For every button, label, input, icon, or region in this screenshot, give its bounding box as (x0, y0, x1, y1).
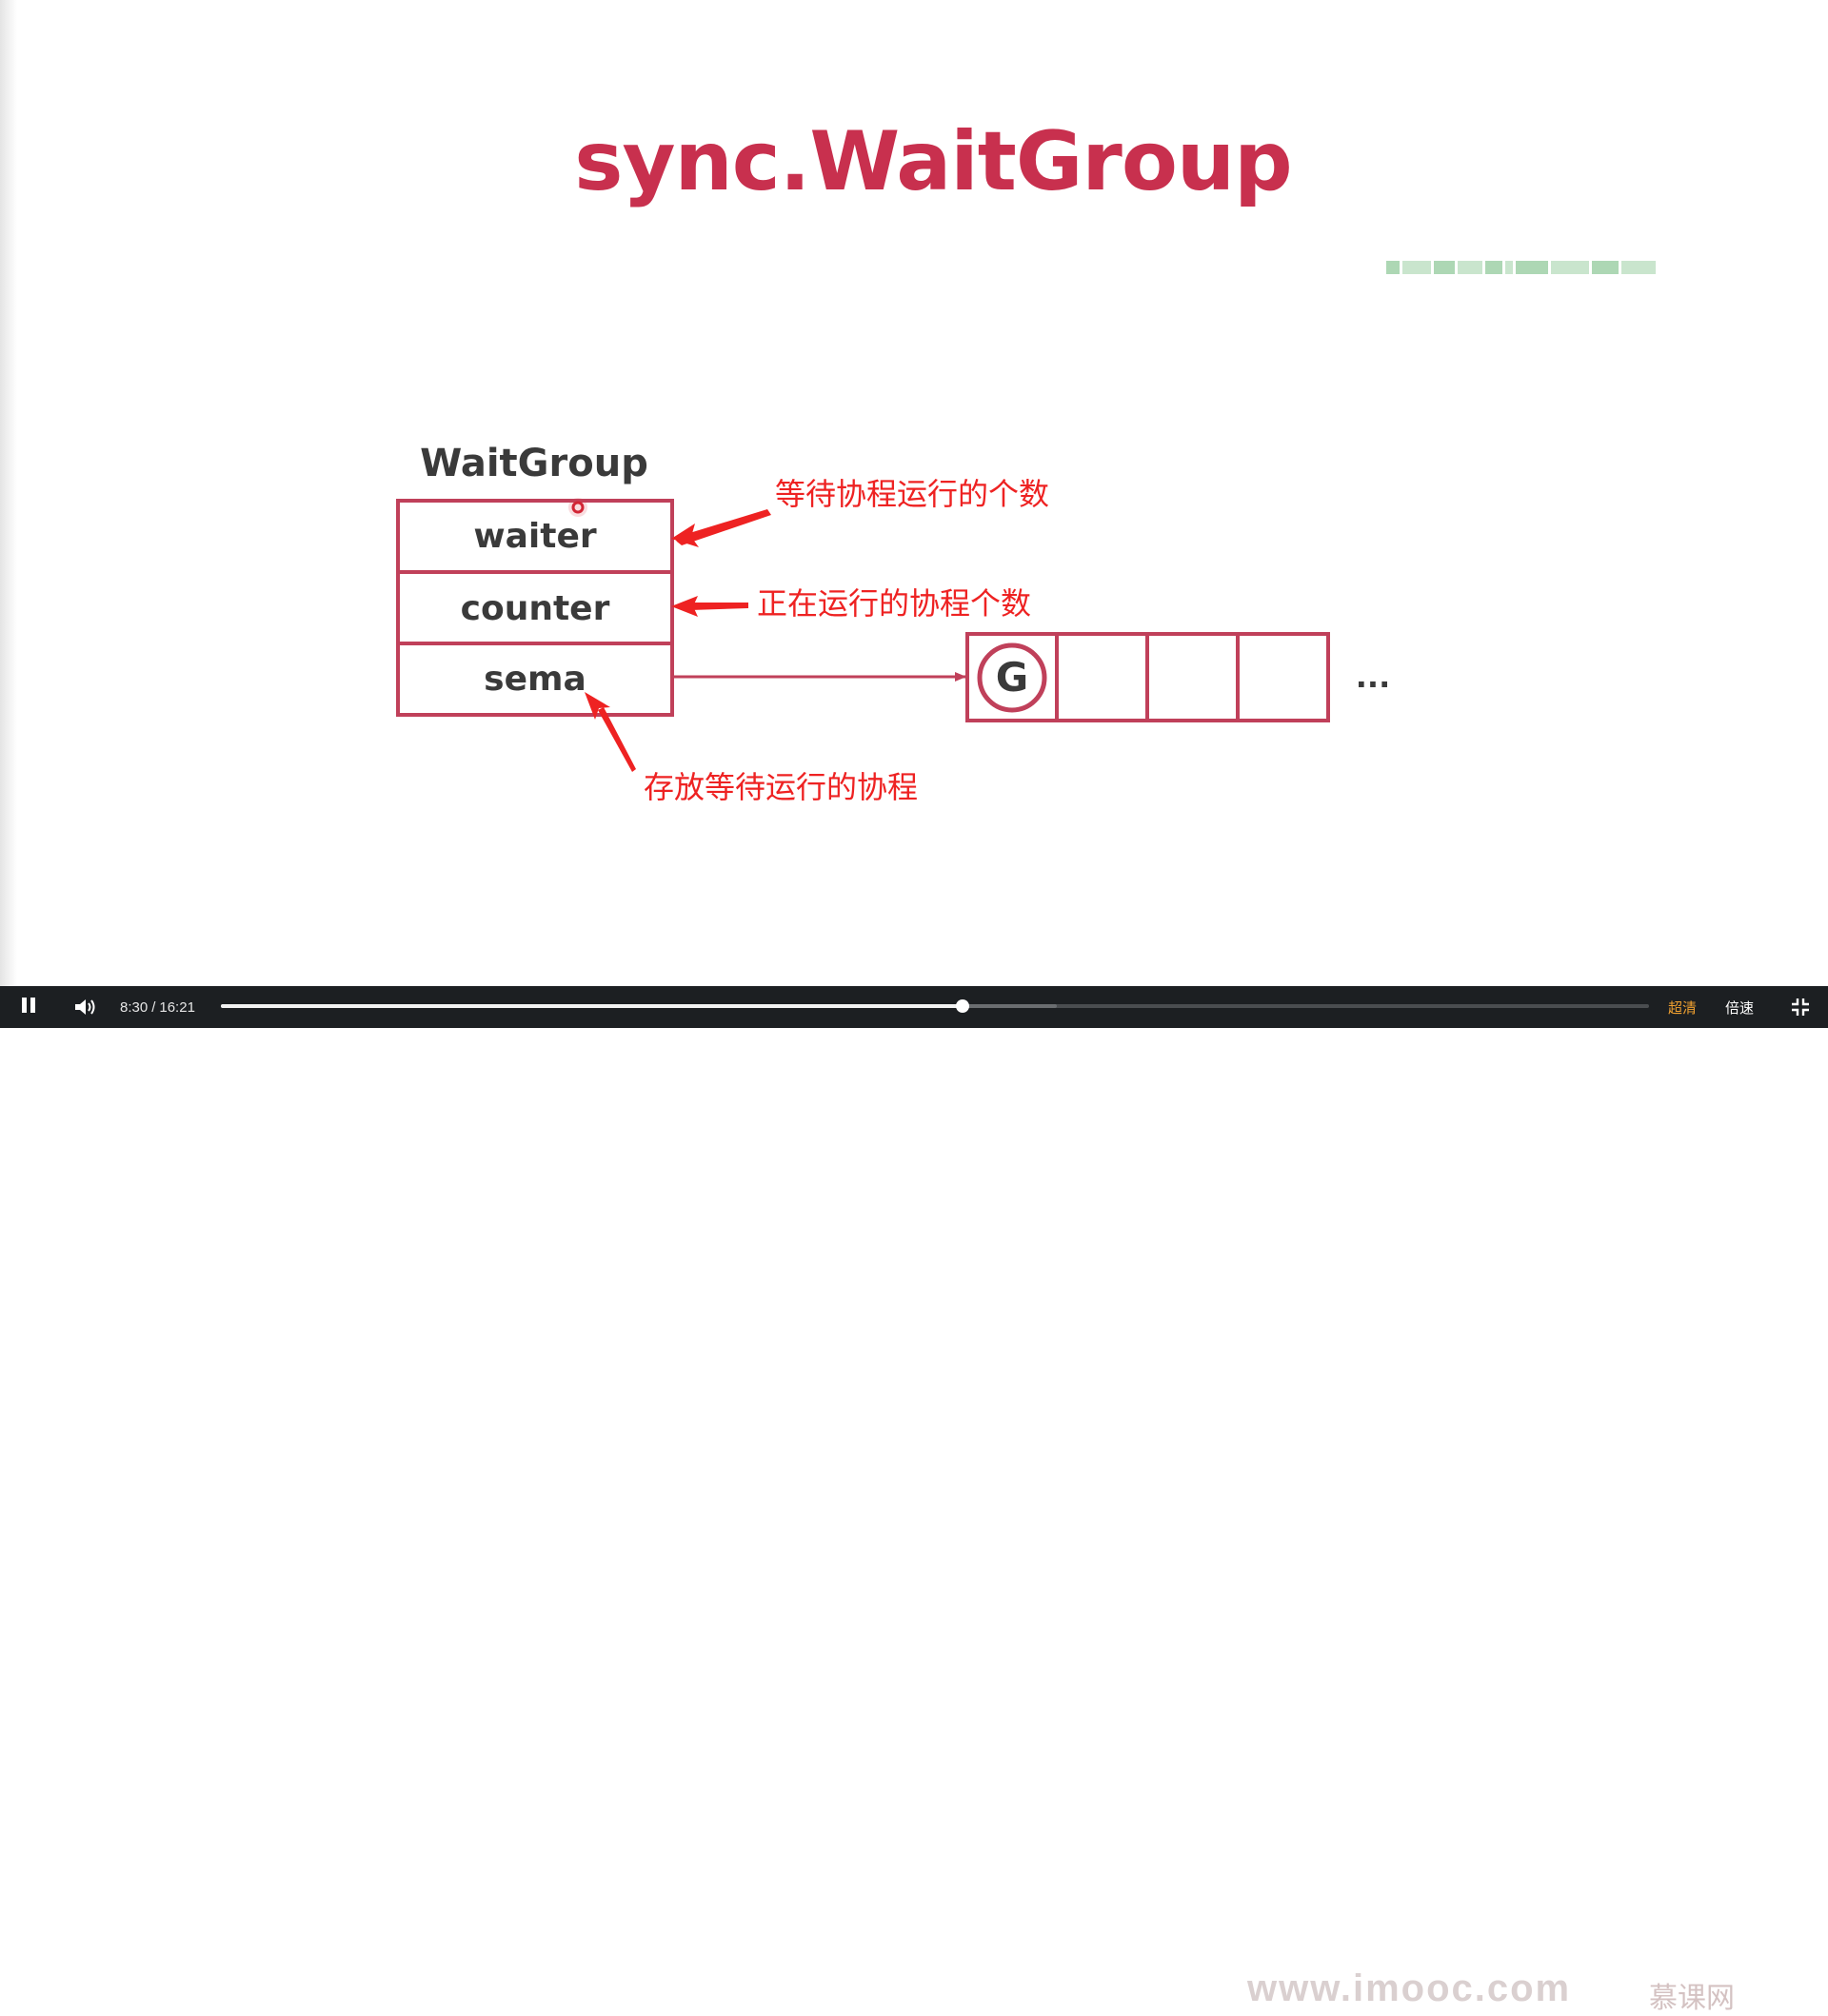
arrow-to-waiter (674, 509, 771, 545)
progress-handle[interactable] (955, 999, 969, 1013)
field-box-waiter (396, 499, 674, 574)
fullscreen-exit-button[interactable] (1786, 986, 1815, 1028)
time-separator: / (151, 998, 156, 1016)
field-label-waiter: waiter (473, 517, 597, 556)
arrow-to-sema-head (585, 692, 610, 720)
annotation-arrows (585, 509, 771, 772)
quality-button[interactable]: 超清 (1668, 998, 1698, 1017)
waitgroup-diagram: WaitGroup waiter counter sema G ... (396, 442, 1390, 772)
queue-slot (1055, 632, 1149, 722)
arrow-to-sema (598, 707, 636, 772)
queue-slot (1236, 632, 1330, 722)
waitgroup-struct-box: waiter counter sema (396, 499, 674, 717)
annotation-waiter: 等待协程运行的个数 (775, 476, 1050, 512)
queue-ellipsis: ... (1356, 659, 1390, 695)
volume-icon (75, 999, 95, 1015)
site-watermark: www.imooc.com (1247, 1967, 1572, 2009)
time-display: 8:30 / 16:21 (118, 986, 197, 1028)
struct-title: WaitGroup (420, 442, 648, 485)
annotation-sema: 存放等待运行的协程 (644, 769, 919, 805)
arrow-to-waiter-head (671, 524, 699, 547)
cursor-pointer-halo (568, 498, 587, 517)
volume-button[interactable] (70, 986, 101, 1028)
arrow-to-counter-head (671, 596, 698, 617)
goroutine-queue: G (965, 632, 1330, 722)
fullscreen-exit-icon (1792, 998, 1809, 1016)
current-time: 8:30 (120, 998, 149, 1016)
pause-icon (20, 998, 37, 1017)
pause-button[interactable] (13, 986, 44, 1028)
progress-played (221, 1004, 963, 1008)
left-edge-shadow (0, 0, 17, 986)
blurred-watermark (1386, 254, 1657, 281)
speed-button[interactable]: 倍速 (1725, 998, 1755, 1017)
duration: 16:21 (159, 998, 195, 1016)
slide-title: sync.WaitGroup (574, 114, 1292, 209)
goroutine-circle (977, 642, 1047, 713)
arrow-to-counter (690, 603, 748, 610)
progress-bar[interactable] (221, 999, 1649, 1013)
brand-watermark: 慕课网 (1649, 1982, 1735, 2015)
field-label-counter: counter (461, 589, 610, 628)
field-label-sema: sema (484, 660, 586, 699)
field-box-counter (396, 570, 674, 645)
queue-slot (1145, 632, 1240, 722)
cursor-pointer-dot (571, 501, 585, 514)
goroutine-label: G (996, 654, 1028, 701)
annotation-counter: 正在运行的协程个数 (757, 585, 1032, 622)
field-box-sema (396, 642, 674, 717)
